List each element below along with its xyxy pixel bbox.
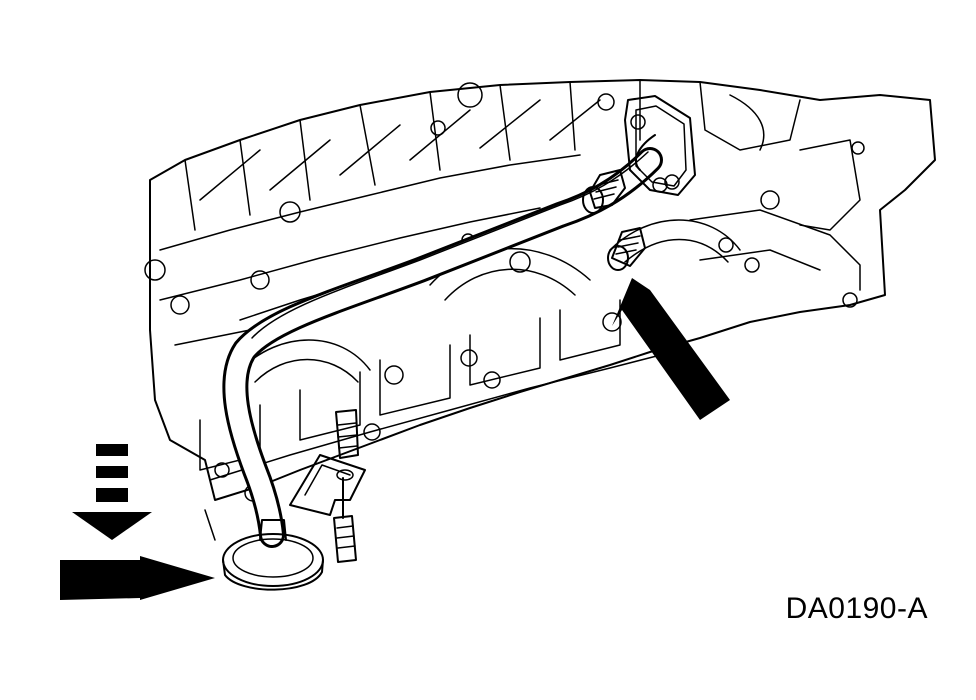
oil-pickup-tube <box>222 147 663 548</box>
pickup-flange-gasket <box>624 95 696 196</box>
bracket-stud <box>335 409 359 459</box>
figure-id-label: DA0190-A <box>785 592 928 625</box>
arrow-up-left-icon <box>612 278 730 420</box>
pickup-support-bracket <box>289 454 366 516</box>
bracket-bolt <box>333 477 357 563</box>
flange-bolt-lower <box>607 227 646 271</box>
arrow-down-dashed-icon <box>72 444 152 540</box>
flange-bolt-upper <box>582 169 626 214</box>
arrow-right-icon <box>60 556 215 600</box>
pickup-screen <box>222 519 324 591</box>
